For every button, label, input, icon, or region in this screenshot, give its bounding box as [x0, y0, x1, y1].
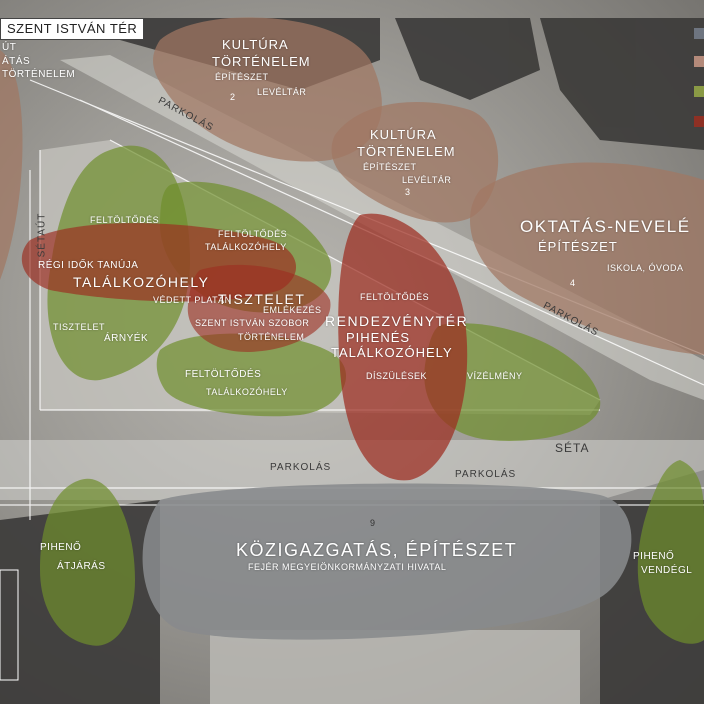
plot-number-4: 4	[570, 278, 576, 288]
square-tisztelet-small: TISZTELET	[53, 322, 106, 332]
kultura2-line-3: ÉPÍTÉSZET	[363, 162, 417, 172]
square-emlekezes: EMLÉKEZÉS	[263, 305, 322, 315]
bottom-left-line-1: PIHENŐ	[40, 542, 82, 553]
square-feltoltodes-4: FELTÖLTŐDÉS	[185, 369, 262, 380]
bottom-right-line-1: PIHENŐ	[633, 551, 675, 562]
kultura1-line-3: ÉPÍTÉSZET	[215, 72, 269, 82]
square-talalkozohely-1: TALÁLKOZÓHELY	[205, 242, 287, 252]
zone-green-south	[156, 333, 347, 417]
square-pihenes: PIHENÉS	[346, 330, 411, 345]
admin-subtitle: FEJÉR MEGYEIÖNKORMÁNYZATI HIVATAL	[248, 562, 447, 572]
legend-swatch-red	[694, 116, 704, 127]
kultura2-subtitle: TÖRTÉNELEM	[357, 144, 456, 159]
zone-green-bottom-left	[40, 478, 135, 646]
kultura2-title: KULTÚRA	[370, 127, 437, 142]
zone-kultura-1	[153, 17, 382, 162]
zone-admin	[142, 483, 632, 640]
zone-oktatas	[470, 162, 704, 355]
kultura2-line-4: LEVÉLTÁR	[402, 175, 452, 185]
zone-green-east	[424, 323, 601, 441]
square-rendezvenyter: RENDEZVÉNYTÉR	[325, 313, 469, 329]
oktatas-line-3: ISKOLA, ÓVODA	[607, 263, 684, 273]
legend-swatch-brown	[694, 56, 704, 67]
side-frame	[0, 569, 19, 681]
left-edge-line-3: TÖRTÉNELEM	[2, 69, 76, 80]
street-parkolas-bottom-right: PARKOLÁS	[455, 469, 517, 480]
square-talalkozohely-3: TALÁLKOZÓHELY	[331, 345, 453, 360]
legend-swatch-grey	[694, 28, 704, 39]
zone-red-event	[338, 213, 468, 481]
left-edge-line-1: ÚT	[2, 42, 17, 53]
legend-swatch-green	[694, 86, 704, 97]
square-tisztelet-big: TISZTELET	[218, 291, 306, 307]
oktatas-title: OKTATÁS-NEVELÉ	[520, 217, 691, 236]
square-feltoltodes-2: FELTÖLTŐDÉS	[218, 229, 288, 239]
kultura1-line-4: LEVÉLTÁR	[257, 87, 307, 97]
admin-building-roof	[210, 630, 580, 704]
square-talalkozohely-2: TALÁLKOZÓHELY	[206, 387, 288, 397]
square-diszulesek: DÍSZÜLÉSEK	[366, 371, 428, 381]
square-feltoltodes-3: FELTÖLTŐDÉS	[360, 292, 430, 302]
plot-number-2: 2	[230, 92, 236, 102]
street-seta: SÉTA	[555, 441, 590, 455]
zone-left-edge	[0, 50, 23, 280]
square-arnyek: ÁRNYÉK	[104, 333, 149, 344]
kultura1-subtitle: TÖRTÉNELEM	[212, 54, 311, 69]
kultura1-title: KULTÚRA	[222, 37, 289, 52]
square-talalkozohely-big: TALÁLKOZÓHELY	[73, 274, 210, 290]
plot-number-3: 3	[405, 187, 411, 197]
square-feltoltodes-1: FELTÖLTŐDÉS	[90, 215, 160, 225]
building-top-right-1	[395, 18, 540, 100]
map-title: SZENT ISTVÁN TÉR	[0, 18, 145, 40]
bottom-left-line-2: ÁTJÁRÁS	[57, 561, 106, 572]
square-tortenelem: TÖRTÉNELEM	[238, 332, 305, 342]
square-szent-istvan-szobor: SZENT ISTVÁN SZOBOR	[195, 318, 310, 328]
admin-title: KÖZIGAZGATÁS, ÉPÍTÉSZET	[236, 540, 518, 560]
plot-number-9: 9	[370, 518, 376, 528]
street-setaut: SÉTAÚT	[36, 212, 48, 258]
zone-kultura-2	[331, 102, 499, 223]
building-top-right-2	[540, 18, 704, 150]
left-edge-line-2: ÁTÁS	[2, 56, 31, 67]
square-vizelmeny: VÍZÉLMÉNY	[467, 371, 523, 381]
square-regi-idok: RÉGI IDŐK TANÚJA	[38, 260, 139, 271]
oktatas-line-2: ÉPÍTÉSZET	[538, 239, 618, 254]
square-vedett-platan: VÉDETT PLATÁN	[153, 295, 232, 305]
zone-red-respect	[187, 264, 331, 353]
street-parkolas-bottom-left: PARKOLÁS	[270, 462, 332, 473]
zone-green-bottom-right	[637, 460, 704, 644]
bottom-right-line-2: VENDÉGL	[641, 565, 693, 576]
